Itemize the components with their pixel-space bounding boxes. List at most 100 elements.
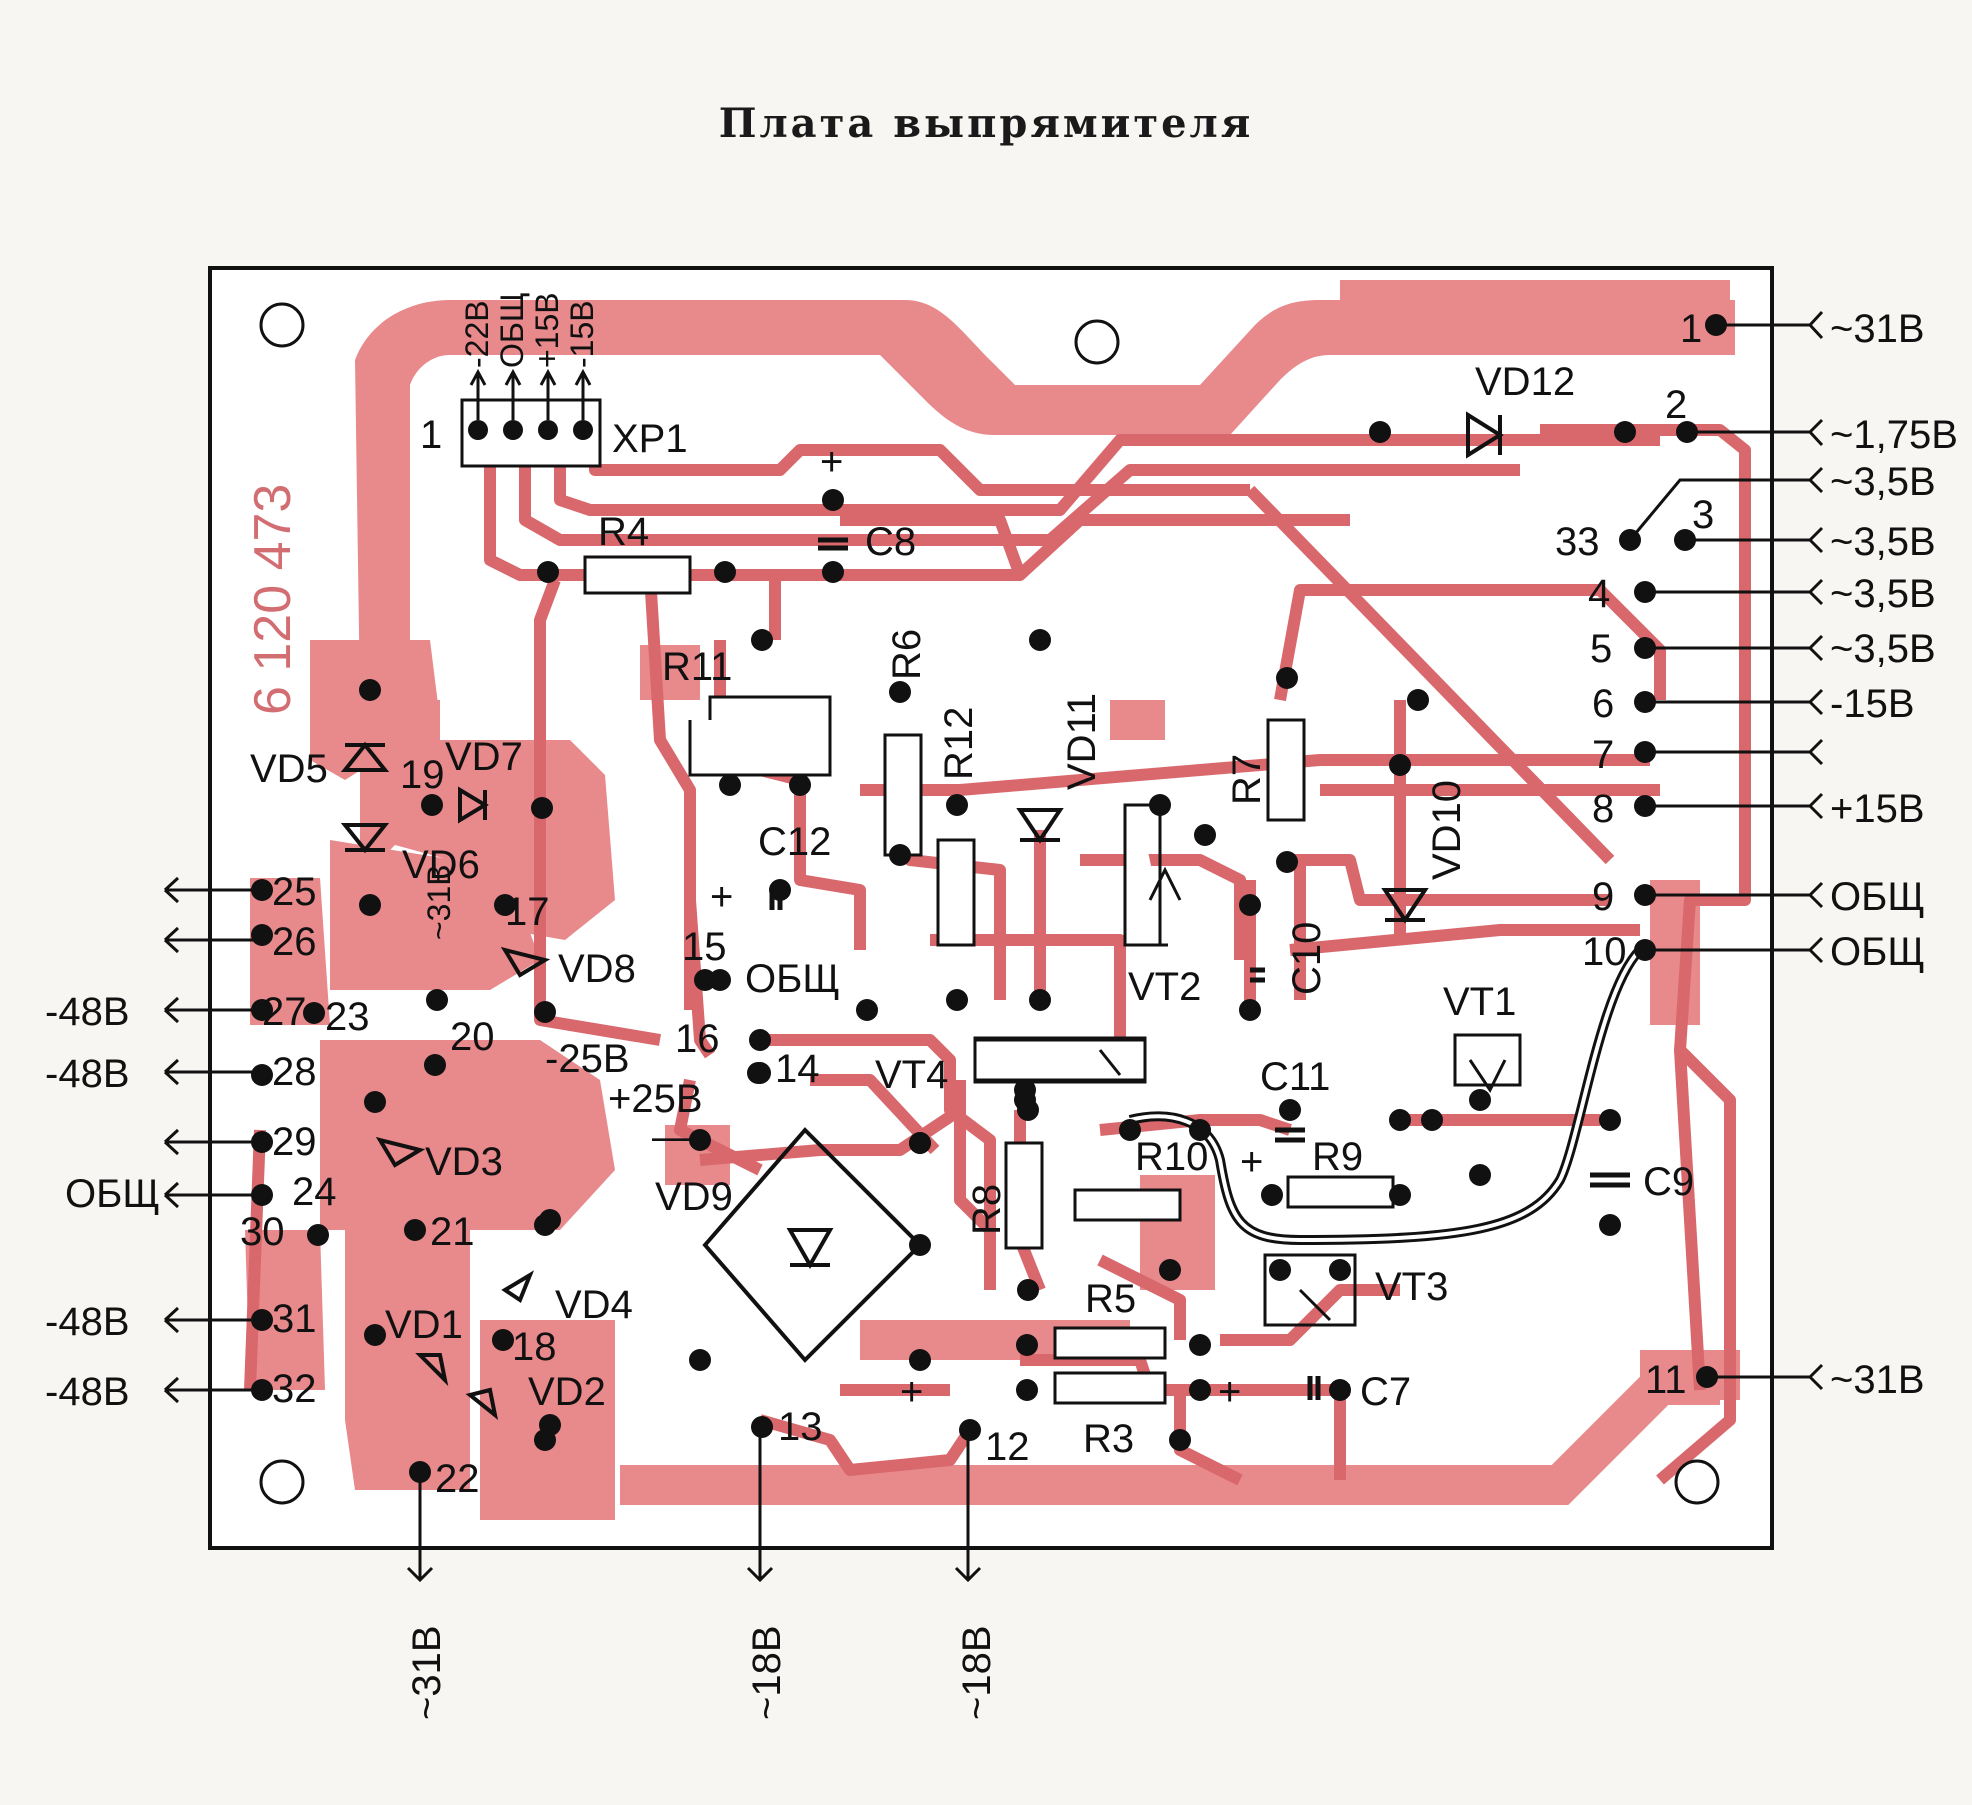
pad-label: 17 — [505, 890, 550, 934]
plus-sign: + — [1240, 1140, 1263, 1184]
left-terminals: -48В -48В ОБЩ -48В -48В — [45, 990, 160, 1414]
label-vd9: VD9 — [655, 1175, 733, 1219]
right-pin-number: 9 — [1592, 875, 1614, 919]
bottom-terminal-label: ~18В — [745, 1625, 789, 1720]
mounting-hole — [1674, 1459, 1720, 1505]
transistor-symbols — [973, 803, 1522, 1327]
right-terminal-label: ~31В — [1830, 307, 1925, 351]
label-vd2: VD2 — [528, 1370, 606, 1414]
bottom-terminal-label: ~18В — [955, 1625, 999, 1720]
right-pin-number: 7 — [1592, 733, 1614, 777]
label-vd8: VD8 — [558, 947, 636, 991]
label-r11: R11 — [662, 645, 732, 689]
pad-label: 26 — [272, 920, 317, 964]
xp1-pin1-label: 1 — [420, 413, 442, 457]
pad-label: 23 — [325, 995, 370, 1039]
label-vd7: VD7 — [445, 735, 523, 779]
label-r7: R7 — [1225, 754, 1269, 805]
net-label-14: +25В — [608, 1077, 703, 1121]
right-terminal-label: ~3,5В — [1830, 460, 1936, 504]
right-pin-number: 5 — [1590, 627, 1612, 671]
label-r10: R10 — [1135, 1135, 1208, 1179]
right-terminal-label: ~1,75В — [1830, 413, 1958, 457]
label-c9: C9 — [1643, 1160, 1694, 1204]
mounting-hole — [259, 302, 305, 348]
pad-label: 32 — [272, 1367, 317, 1411]
right-terminal-label: ~3,5В — [1830, 520, 1936, 564]
label-c11: C11 — [1260, 1055, 1330, 1099]
right-terminal-label: -15В — [1830, 682, 1915, 726]
right-pin-number: 2 — [1665, 383, 1687, 427]
label-vd3: VD3 — [425, 1140, 503, 1184]
label-r6: R6 — [885, 629, 929, 680]
label-r8: R8 — [965, 1184, 1009, 1235]
label-vd10: VD10 — [1425, 780, 1469, 880]
label-r9: R9 — [1312, 1135, 1363, 1179]
label-vd6: VD6 — [402, 843, 480, 887]
label-c8: C8 — [865, 520, 916, 564]
pad-label: 15 — [682, 925, 727, 969]
page-title: Плата выпрямителя — [718, 100, 1254, 147]
component-labels: VD12 R4 C8 R11 R6 R12 VD11 R7 VD10 C12 V… — [250, 360, 1694, 1461]
diode-symbols — [340, 411, 1504, 1420]
label-vd5: VD5 — [250, 747, 328, 791]
pad-label: 22 — [435, 1457, 480, 1501]
right-pin-number: 11 — [1645, 1358, 1687, 1402]
label-vt1: VT1 — [1443, 980, 1516, 1024]
pad-label: 16 — [675, 1017, 720, 1061]
label-vd4: VD4 — [555, 1283, 633, 1327]
left-terminal-label: -48В — [45, 1052, 130, 1096]
right-terminal-label: ~3,5В — [1830, 572, 1936, 616]
left-terminal-label: -48В — [45, 1300, 130, 1344]
mounting-hole — [259, 1459, 305, 1505]
right-pin-number: 8 — [1592, 787, 1614, 831]
xp1-pin-label: -22В — [459, 300, 495, 368]
left-terminal-label: ОБЩ — [65, 1172, 160, 1216]
label-r12: R12 — [937, 707, 981, 780]
pad-label: 19 — [400, 753, 445, 797]
pad-label: 13 — [778, 1405, 823, 1449]
right-terminal-label: ОБЩ — [1830, 875, 1925, 919]
pad-label: 12 — [985, 1425, 1030, 1469]
xp1-pin-label: +15В — [529, 292, 565, 368]
pad-label: 31 — [272, 1297, 317, 1341]
right-pin-number: 33 — [1555, 520, 1600, 564]
minus-sign: — — [652, 1115, 692, 1159]
board-id: 6 120 473 — [244, 484, 302, 715]
pad-label: 28 — [272, 1050, 317, 1094]
left-terminal-label: -48В — [45, 990, 130, 1034]
component-bodies — [583, 555, 1395, 1405]
net-labels: ОБЩ -25В +25В ~31В + + + + + — — [421, 440, 1263, 1414]
pad-label: 25 — [272, 870, 317, 914]
mounting-holes — [259, 302, 1720, 1505]
plus-sign: + — [820, 440, 843, 484]
right-pin-number: 6 — [1592, 682, 1614, 726]
label-vt4: VT4 — [875, 1053, 948, 1097]
solder-pads — [251, 314, 1727, 1483]
label-r3: R3 — [1083, 1417, 1134, 1461]
right-pin-number: 3 — [1692, 493, 1714, 537]
net-label-20: ~31В — [421, 864, 457, 940]
bottom-terminal-label: ~31В — [405, 1625, 449, 1720]
right-terminal-label: +15В — [1830, 787, 1925, 831]
right-terminals: 1 ~31В 2 ~1,75В 33 ~3,5В 3 ~3,5В 4 ~3,5В… — [1555, 307, 1958, 1402]
net-label-15: ОБЩ — [745, 957, 840, 1001]
terminal-leads — [163, 310, 1824, 1583]
right-terminal-label: ~31В — [1830, 1358, 1925, 1402]
plus-sign: + — [710, 875, 733, 919]
right-pin-number: 10 — [1582, 930, 1627, 974]
label-r5: R5 — [1085, 1277, 1136, 1321]
label-c10: C10 — [1285, 922, 1329, 995]
xp1-pin-label: -15В — [564, 300, 600, 368]
label-r4: R4 — [598, 510, 649, 554]
label-vd12: VD12 — [1475, 360, 1575, 404]
right-pin-number: 1 — [1680, 307, 1702, 351]
pad-label: 14 — [775, 1047, 820, 1091]
pad-label: 24 — [292, 1170, 337, 1214]
plus-sign: + — [1218, 1370, 1241, 1414]
bottom-bus — [620, 1365, 1720, 1505]
right-terminal-label: ОБЩ — [1830, 930, 1925, 974]
pad-label: 27 — [262, 990, 307, 1034]
